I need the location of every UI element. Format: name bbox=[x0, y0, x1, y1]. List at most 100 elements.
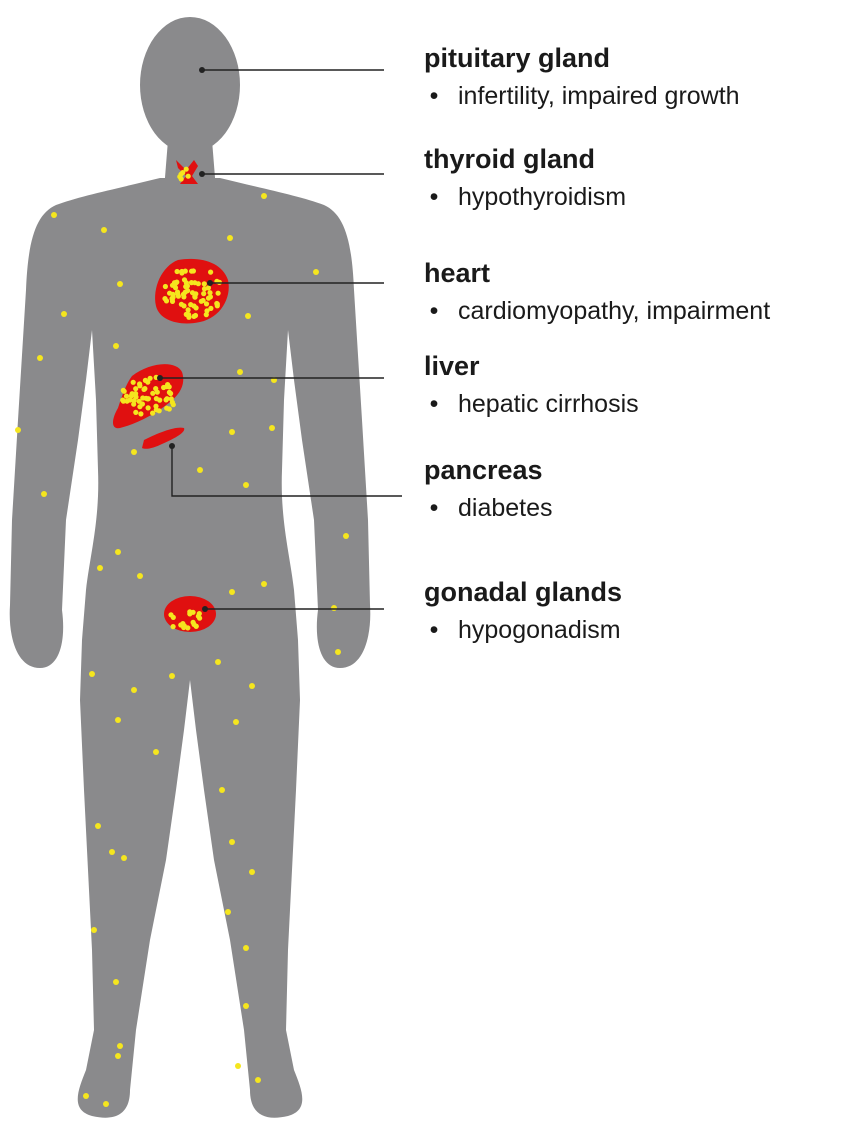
deposit-dot bbox=[201, 291, 206, 296]
deposit-dot bbox=[113, 979, 119, 985]
deposit-dot bbox=[331, 605, 337, 611]
deposit-dot bbox=[89, 671, 95, 677]
condition-item: hypothyroidism bbox=[458, 181, 626, 213]
deposit-dot bbox=[206, 296, 211, 301]
deposit-dot bbox=[103, 1101, 109, 1107]
condition-item: hypogonadism bbox=[458, 614, 622, 646]
deposit-dot bbox=[183, 269, 188, 274]
deposit-dot bbox=[177, 174, 182, 179]
organ-name: liver bbox=[424, 350, 639, 382]
deposit-dot bbox=[146, 405, 151, 410]
deposit-dot bbox=[131, 687, 137, 693]
label-heart: heart cardiomyopathy, impairment bbox=[424, 257, 770, 327]
deposit-dot bbox=[181, 303, 186, 308]
deposit-dot bbox=[115, 717, 121, 723]
deposit-dot bbox=[261, 193, 267, 199]
deposit-dot bbox=[215, 659, 221, 665]
deposit-dot bbox=[243, 945, 249, 951]
deposit-dot bbox=[186, 174, 191, 179]
deposit-dot bbox=[117, 281, 123, 287]
deposit-dot bbox=[145, 380, 150, 385]
deposit-dot bbox=[133, 410, 138, 415]
deposit-dot bbox=[191, 610, 196, 615]
organ-name: heart bbox=[424, 257, 770, 289]
deposit-dot bbox=[150, 391, 155, 396]
deposit-dot bbox=[164, 384, 169, 389]
deposit-dot bbox=[255, 1077, 261, 1083]
deposit-dot bbox=[169, 673, 175, 679]
deposit-dot bbox=[131, 449, 137, 455]
deposit-dot bbox=[237, 369, 243, 375]
deposit-dot bbox=[170, 400, 175, 405]
deposit-dot bbox=[115, 549, 121, 555]
deposit-dot bbox=[191, 303, 196, 308]
deposit-dot bbox=[138, 411, 143, 416]
deposit-dot bbox=[219, 787, 225, 793]
deposit-dot bbox=[197, 467, 203, 473]
label-gonadal-glands: gonadal glands hypogonadism bbox=[424, 576, 622, 646]
label-pancreas: pancreas diabetes bbox=[424, 454, 553, 524]
organ-name: thyroid gland bbox=[424, 143, 626, 175]
label-pituitary-gland: pituitary gland infertility, impaired gr… bbox=[424, 42, 740, 112]
deposit-dot bbox=[183, 290, 188, 295]
deposit-dot bbox=[313, 269, 319, 275]
deposit-dot bbox=[157, 398, 162, 403]
deposit-dot bbox=[261, 581, 267, 587]
deposit-dot bbox=[229, 839, 235, 845]
deposit-dot bbox=[249, 869, 255, 875]
deposit-dot bbox=[243, 1003, 249, 1009]
deposit-dot bbox=[51, 212, 57, 218]
deposit-dot bbox=[173, 285, 178, 290]
organ-name: pituitary gland bbox=[424, 42, 740, 74]
condition-item: diabetes bbox=[458, 492, 553, 524]
deposit-dot bbox=[140, 401, 145, 406]
deposit-dot bbox=[178, 622, 183, 627]
deposit-dot bbox=[186, 315, 191, 320]
deposit-dot bbox=[121, 855, 127, 861]
deposit-dot bbox=[229, 429, 235, 435]
deposit-dot bbox=[207, 290, 212, 295]
label-thyroid-gland: thyroid gland hypothyroidism bbox=[424, 143, 626, 213]
deposit-dot bbox=[117, 1043, 123, 1049]
deposit-dot bbox=[61, 311, 67, 317]
deposit-dot bbox=[97, 565, 103, 571]
label-liver: liver hepatic cirrhosis bbox=[424, 350, 639, 420]
deposit-dot bbox=[163, 284, 168, 289]
deposit-dot bbox=[191, 622, 196, 627]
deposit-dot bbox=[193, 313, 198, 318]
deposit-dot bbox=[206, 285, 211, 290]
deposit-dot bbox=[184, 167, 189, 172]
deposit-dot bbox=[208, 270, 213, 275]
deposit-dot bbox=[249, 683, 255, 689]
deposit-dot bbox=[133, 391, 138, 396]
deposit-dot bbox=[137, 383, 142, 388]
deposit-dot bbox=[175, 269, 180, 274]
deposit-dot bbox=[37, 355, 43, 361]
deposit-dot bbox=[183, 284, 188, 289]
deposit-dot bbox=[131, 380, 136, 385]
deposit-dot bbox=[164, 406, 169, 411]
deposit-dot bbox=[227, 235, 233, 241]
deposit-dot bbox=[216, 291, 221, 296]
deposit-dot bbox=[245, 313, 251, 319]
deposit-dot bbox=[91, 927, 97, 933]
deposit-dot bbox=[190, 290, 195, 295]
deposit-dot bbox=[181, 294, 186, 299]
deposit-dot bbox=[171, 615, 176, 620]
deposit-dot bbox=[150, 411, 155, 416]
deposit-dot bbox=[83, 1093, 89, 1099]
deposit-dot bbox=[170, 292, 175, 297]
deposit-dot bbox=[233, 719, 239, 725]
deposit-dot bbox=[121, 388, 126, 393]
deposit-dot bbox=[215, 303, 220, 308]
deposit-dot bbox=[171, 624, 176, 629]
deposit-dot bbox=[197, 616, 202, 621]
deposit-dot bbox=[120, 398, 125, 403]
organ-name: pancreas bbox=[424, 454, 553, 486]
deposit-dot bbox=[189, 269, 194, 274]
deposit-dot bbox=[127, 397, 132, 402]
deposit-dot bbox=[131, 402, 136, 407]
deposit-dot bbox=[142, 386, 147, 391]
deposit-dot bbox=[164, 396, 169, 401]
deposit-dot bbox=[153, 749, 159, 755]
